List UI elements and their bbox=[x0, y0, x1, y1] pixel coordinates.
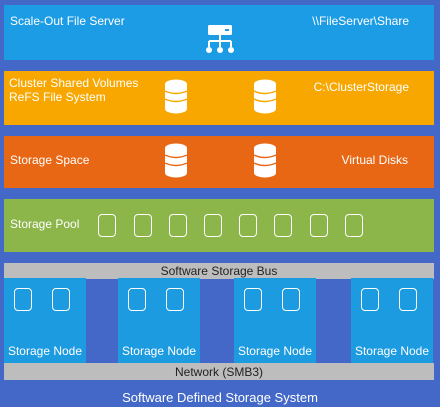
cluster-shared-volumes-band: Cluster Shared Volumes ReFS File System … bbox=[4, 71, 434, 125]
network-label: Network (SMB3) bbox=[174, 365, 263, 379]
disk-icon bbox=[282, 288, 300, 311]
disk-icon bbox=[274, 214, 292, 237]
disk-icon bbox=[345, 214, 363, 237]
cluster-label-line1: Cluster Shared Volumes bbox=[9, 76, 139, 90]
database-icon bbox=[164, 79, 188, 114]
disk-icon bbox=[169, 214, 187, 237]
disk-icon bbox=[204, 214, 222, 237]
scale-out-file-server-band: Scale-Out File Server \\FileServer\Share bbox=[4, 5, 434, 60]
storage-node: Storage Node bbox=[4, 278, 86, 363]
disk-icon bbox=[134, 214, 152, 237]
database-icon bbox=[253, 79, 277, 114]
storage-pool-label: Storage Pool bbox=[10, 217, 80, 231]
disk-icon bbox=[98, 214, 116, 237]
virtual-disks-label: Virtual Disks bbox=[341, 153, 408, 167]
network-band: Network (SMB3) bbox=[4, 363, 434, 380]
database-icon bbox=[164, 143, 188, 178]
disk-icon bbox=[361, 288, 379, 311]
disk-icon bbox=[14, 288, 32, 311]
disk-icon bbox=[166, 288, 184, 311]
disk-icon bbox=[239, 214, 257, 237]
storage-node-label: Storage Node bbox=[121, 344, 197, 358]
software-storage-bus-band: Software Storage Bus bbox=[4, 263, 434, 279]
cluster-storage-path: C:\ClusterStorage bbox=[313, 80, 409, 94]
storage-node: Storage Node bbox=[118, 278, 200, 363]
software-defined-storage-title: Software Defined Storage System bbox=[122, 390, 318, 405]
software-storage-bus-label: Software Storage Bus bbox=[160, 264, 278, 278]
storage-node: Storage Node bbox=[234, 278, 316, 363]
cluster-label-line2: ReFS File System bbox=[9, 90, 106, 104]
storage-node: Storage Node bbox=[351, 278, 433, 363]
storage-space-label: Storage Space bbox=[10, 153, 90, 167]
scale-out-label: Scale-Out File Server bbox=[10, 14, 125, 28]
storage-space-band: Storage Space Virtual Disks bbox=[4, 136, 434, 188]
network-share-icon bbox=[206, 25, 234, 53]
disk-icon bbox=[128, 288, 146, 311]
disk-icon bbox=[52, 288, 70, 311]
disk-icon bbox=[244, 288, 262, 311]
storage-node-label: Storage Node bbox=[237, 344, 313, 358]
storage-node-label: Storage Node bbox=[7, 344, 83, 358]
storage-pool-band: Storage Pool bbox=[4, 199, 434, 252]
database-icon bbox=[253, 143, 277, 178]
disk-icon bbox=[399, 288, 417, 311]
storage-node-label: Storage Node bbox=[354, 344, 430, 358]
file-share-path: \\FileServer\Share bbox=[312, 14, 409, 28]
disk-icon bbox=[310, 214, 328, 237]
